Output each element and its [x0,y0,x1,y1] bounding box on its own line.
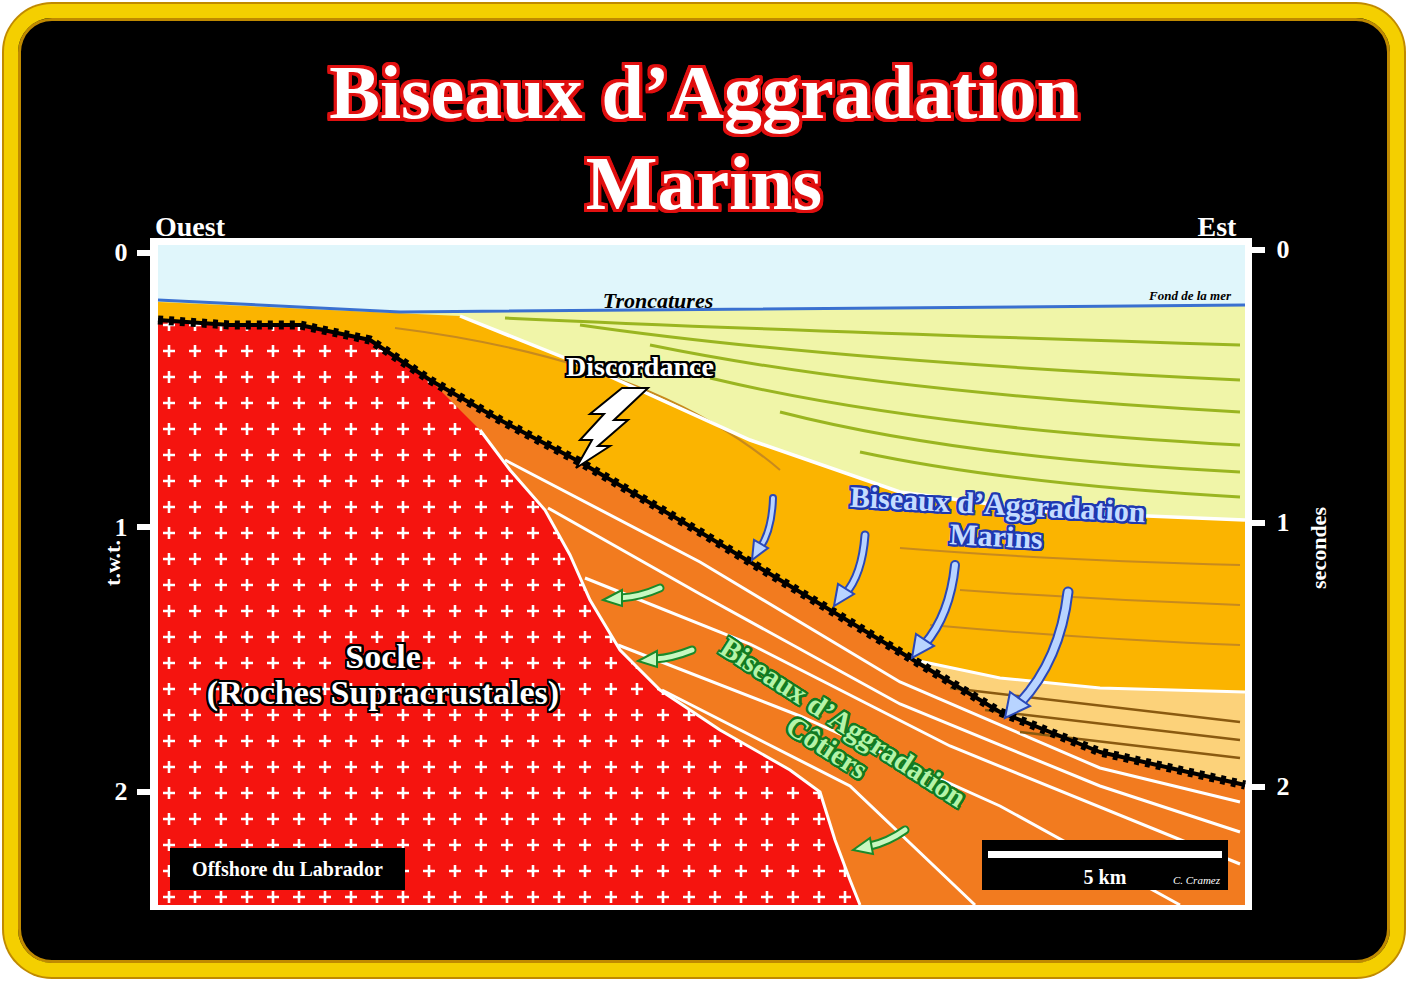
axis-tick-label: 0 [1277,236,1290,263]
author-credit: C. Cramez [1173,874,1220,886]
direction-label: Ouest [155,212,225,241]
text-line: Côtiers [698,657,954,838]
feature-label: Biseaux d’Aggradation Marins [848,481,1147,559]
region-label: Socle (Roches Supracrustales) [207,639,559,710]
location-box: Offshore du Labrador [170,848,405,890]
axis-title: t.w.t. [101,540,124,586]
feature-label: Discordance [566,352,714,381]
title: Biseaux d’Aggradation Marins [329,47,1079,229]
direction-label: Est [1198,212,1237,241]
axis-tick-label: 2 [1277,773,1290,800]
scale-text: 5 km [1084,866,1127,889]
text-line: Socle [207,639,559,675]
axis-tick-label: 1 [115,514,128,541]
scale-box: 5 km C. Cramez [982,840,1228,890]
feature-label: Fond de la mer [1149,289,1231,303]
scale-bar [988,851,1222,858]
text-line: Marins [329,138,1079,229]
axis-tick-label: 0 [115,239,128,266]
location-text: Offshore du Labrador [192,858,383,881]
feature-label: Biseaux d’Aggradation Côtiers [698,632,971,839]
axis-title: secondes [1307,507,1330,589]
feature-label: Troncatures [603,289,713,312]
text-line: Biseaux d’Aggradation [715,632,971,813]
axis-tick-label: 1 [1277,509,1290,536]
axis-tick-label: 2 [115,778,128,805]
text-line: Biseaux d’Aggradation [329,47,1079,138]
text-line: (Roches Supracrustales) [207,675,559,711]
